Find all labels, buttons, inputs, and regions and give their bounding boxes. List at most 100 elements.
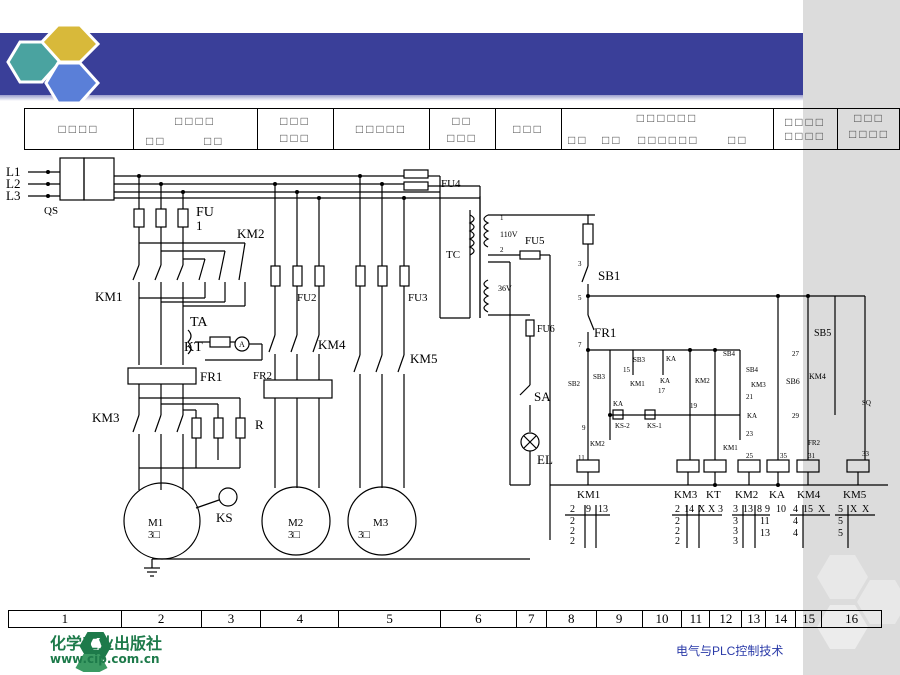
label-sb3-left: SB3 <box>593 373 606 381</box>
logo-hexagons <box>6 23 101 105</box>
label-ks1: KS-1 <box>647 422 662 430</box>
index-value: 2 <box>570 536 575 547</box>
index-value: 14 <box>684 504 694 515</box>
label-ka-contact: KA <box>660 377 670 385</box>
column-number: 3 <box>200 611 261 627</box>
label-r: R <box>255 417 264 432</box>
column-number: 2 <box>120 611 201 627</box>
header-label: □□□□ <box>785 129 826 143</box>
column-number: 11 <box>681 611 709 627</box>
index-value: 5 <box>838 528 843 539</box>
label-l1: L1 <box>6 164 20 179</box>
node-number: 25 <box>746 452 754 460</box>
header-label: □□ <box>602 133 623 147</box>
node-number: 19 <box>690 402 698 410</box>
node-number: 17 <box>658 387 666 395</box>
index-value: 11 <box>760 516 770 527</box>
label-km2-contact: KM2 <box>695 377 710 385</box>
node-number: 9 <box>582 424 586 432</box>
index-value: 13 <box>760 528 770 539</box>
label-sb1: SB1 <box>598 268 620 283</box>
column-number: 9 <box>595 611 642 627</box>
header-cell: □□□□□□ □□ □□ □□□□□□ □□ <box>561 109 773 149</box>
header-label: □□ <box>568 133 589 147</box>
node-number: 27 <box>792 350 800 358</box>
index-value: 4 <box>793 516 798 527</box>
label-km4-contact: KM4 <box>809 372 826 381</box>
label-m1-phase: 3□ <box>148 529 161 541</box>
header-cell: □□□□ □□ □□ <box>133 109 257 149</box>
index-value: 3 <box>718 504 723 515</box>
label-km1-interlock: KM1 <box>723 444 738 452</box>
header-label: □□□ <box>513 121 544 136</box>
index-value: 3 <box>733 526 738 537</box>
label-el: EL <box>537 452 553 467</box>
label-m3-phase: 3□ <box>358 529 371 541</box>
label-m2: M2 <box>288 517 303 529</box>
index-value: 8 <box>757 504 762 515</box>
title-band <box>0 33 803 95</box>
column-number: 15 <box>795 611 821 627</box>
node-number: 33 <box>862 450 870 458</box>
node-number: 2 <box>500 246 504 254</box>
node-number: 21 <box>746 393 754 401</box>
coil-label-ka: KA <box>769 489 785 501</box>
index-value: 4 <box>793 528 798 539</box>
label-sa: SA <box>534 389 551 404</box>
index-value: 2 <box>570 526 575 537</box>
index-value: 13 <box>598 504 608 515</box>
index-value: 2 <box>675 516 680 527</box>
label-ks2: KS-2 <box>615 422 630 430</box>
header-label: □□ <box>204 134 225 148</box>
node-number: 29 <box>792 412 800 420</box>
header-label: □□□□ <box>849 127 890 141</box>
label-ks: KS <box>216 510 233 525</box>
index-value: X <box>708 504 716 515</box>
index-value: 2 <box>675 504 680 515</box>
label-fu3: FU3 <box>408 292 428 304</box>
header-label: □□□ <box>447 131 478 145</box>
header-cell: □□□□□ <box>333 109 429 149</box>
header-cell: □□□□ □□□□ <box>773 109 837 149</box>
label-km2-interlock: KM2 <box>590 440 605 448</box>
label-sb4: SB4 <box>746 366 759 374</box>
column-number: 6 <box>440 611 516 627</box>
label-qs: QS <box>44 205 58 217</box>
node-number: 23 <box>746 430 754 438</box>
label-fr1-control: FR1 <box>594 325 616 340</box>
column-number: 14 <box>765 611 795 627</box>
label-km2-power: KM2 <box>237 226 264 241</box>
label-km5-power: KM5 <box>410 351 437 366</box>
label-l2: L2 <box>6 176 20 191</box>
index-value: 2 <box>675 536 680 547</box>
coil-label-km3: KM3 <box>674 489 698 501</box>
coil-label-km5: KM5 <box>843 489 867 501</box>
label-sb3: SB3 <box>633 356 646 364</box>
column-index-strip: 1 2 3 4 5 6 7 8 9 10 11 12 13 14 15 16 <box>8 610 882 628</box>
index-value: 13 <box>743 504 753 515</box>
course-subject: 电气与PLC控制技术 <box>676 644 784 658</box>
node-number: 11 <box>578 454 585 462</box>
label-ka-lower: KA <box>747 412 757 420</box>
header-cell: □□□ □□□ <box>257 109 333 149</box>
label-sb6: SB6 <box>786 377 800 386</box>
label-fu1-number: 1 <box>196 218 203 233</box>
label-fr2-control: FR2 <box>808 439 821 447</box>
header-label: □□□ <box>280 131 311 145</box>
node-number: 15 <box>623 366 631 374</box>
header-label: □□□□□□ <box>638 133 700 147</box>
node-number: 35 <box>780 452 788 460</box>
column-number: 12 <box>709 611 741 627</box>
label-m3: M3 <box>373 517 389 529</box>
index-value: 2 <box>570 516 575 527</box>
label-fu1: FU <box>196 205 214 220</box>
header-label: □□ <box>146 134 167 148</box>
label-km4-power: KM4 <box>318 337 346 352</box>
node-number: 3 <box>578 260 582 268</box>
publisher-url: www.cip.com.cn <box>50 652 160 666</box>
header-label: □□□□□ <box>355 121 408 136</box>
column-number: 10 <box>641 611 682 627</box>
index-value: 2 <box>675 526 680 537</box>
header-cell: □□ □□□ <box>429 109 495 149</box>
column-number: 5 <box>338 611 440 627</box>
